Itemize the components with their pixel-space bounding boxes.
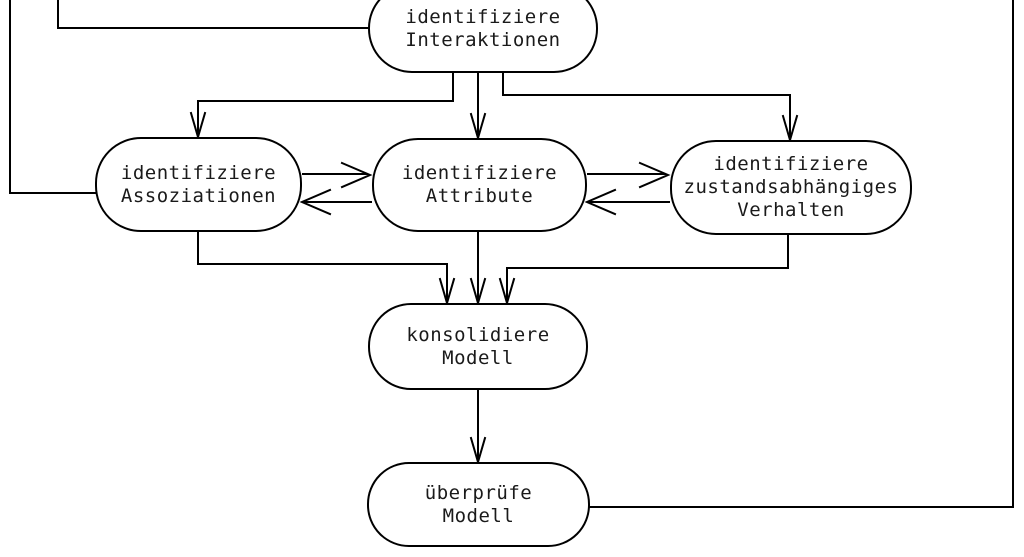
node-label-ueberpruefe: überprüfe Modell bbox=[424, 481, 533, 527]
node-identifiziere-assoziationen: identifiziere Assoziationen bbox=[95, 137, 302, 232]
node-identifiziere-interaktionen: identifiziere Interaktionen bbox=[368, 0, 598, 73]
edge-konsolidiere-ueberpruefe bbox=[469, 389, 487, 466]
node-identifiziere-zustandsabhaengiges-verhalten: identifiziere zustandsabhängiges Verhalt… bbox=[670, 140, 912, 235]
edge-verhalten-attribute bbox=[584, 188, 670, 216]
edge-ueberpruefe-feedback bbox=[588, 0, 1014, 508]
edge-attribute-assoziationen bbox=[299, 188, 372, 216]
edge-attribute-konsolidiere bbox=[469, 231, 487, 307]
node-label-verhalten: identifiziere zustandsabhängiges Verhalt… bbox=[683, 153, 899, 221]
edge-attribute-verhalten bbox=[587, 161, 671, 189]
edge-interaktionen-assoziationen bbox=[189, 72, 454, 141]
edge-verhalten-konsolidiere bbox=[498, 234, 789, 307]
node-label-interaktionen: identifiziere Interaktionen bbox=[405, 5, 561, 51]
node-label-attribute: identifiziere Attribute bbox=[401, 162, 558, 207]
node-identifiziere-attribute: identifiziere Attribute bbox=[372, 138, 587, 232]
node-label-konsolidiere: konsolidiere Modell bbox=[406, 323, 550, 369]
edge-interaktionen-verhalten bbox=[502, 72, 799, 144]
edge-assoziationen-konsolidiere bbox=[197, 231, 456, 307]
node-label-assoziationen: identifiziere Assoziationen bbox=[120, 161, 277, 207]
node-ueberpruefe-modell: überprüfe Modell bbox=[367, 462, 590, 547]
edge-feedback-to-assoziationen bbox=[9, 0, 98, 194]
node-konsolidiere-modell: konsolidiere Modell bbox=[368, 303, 588, 390]
edge-interaktionen-attribute bbox=[469, 72, 487, 142]
edge-feedback-to-interaktionen bbox=[57, 0, 371, 29]
edge-assoziationen-attribute bbox=[302, 161, 373, 189]
